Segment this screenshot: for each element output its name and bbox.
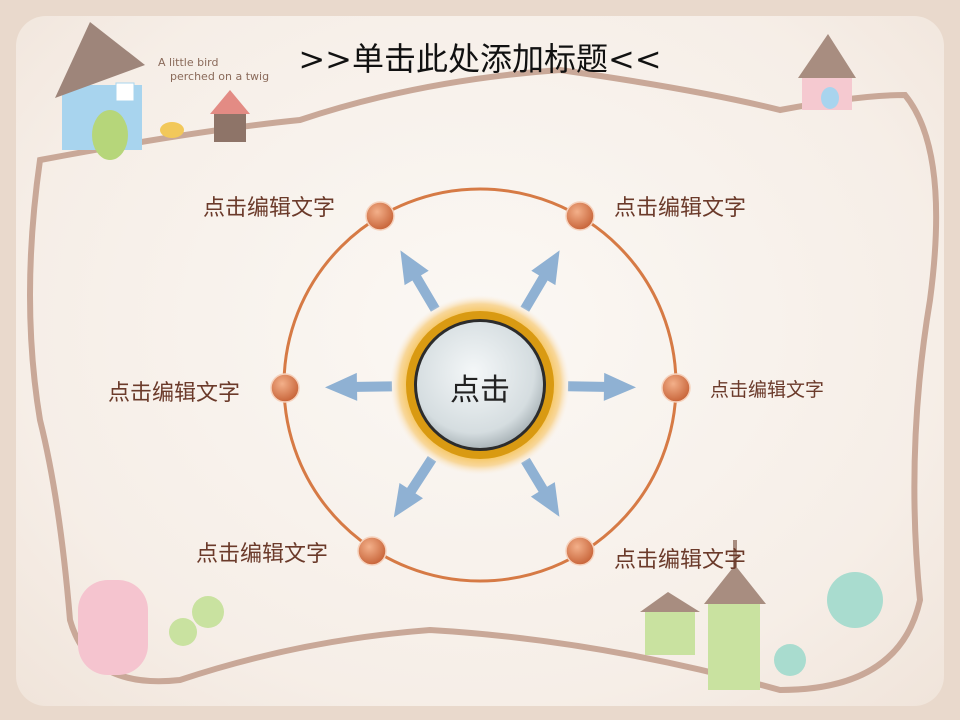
post-box-icon <box>78 580 148 675</box>
node-label-top-right[interactable]: 点击编辑文字 <box>614 196 747 221</box>
house-icon <box>55 22 145 160</box>
slide-title[interactable]: >>单击此处添加标题<< <box>298 40 662 78</box>
small-house-icon <box>210 90 250 142</box>
decor-caption-line2: perched on a twig <box>170 70 270 83</box>
arrows <box>325 250 636 518</box>
arrow-bottom-left <box>393 456 437 518</box>
arrow-left <box>325 372 393 401</box>
bird-icon <box>160 122 184 138</box>
trees-icon <box>169 572 883 676</box>
arrow-bottom-right <box>521 457 560 517</box>
decor-caption: A little bird perched on a twig <box>158 56 269 84</box>
arrow-right <box>567 372 636 401</box>
village-houses-icon <box>640 540 766 690</box>
vine-border <box>27 66 940 694</box>
node-label-left[interactable]: 点击编辑文字 <box>108 381 241 406</box>
node-dot-left[interactable] <box>270 373 300 403</box>
arrow-top-right <box>520 250 560 312</box>
node-dot-right[interactable] <box>661 373 691 403</box>
node-dot-top-right[interactable] <box>565 201 595 231</box>
center-label[interactable]: 点击 <box>450 373 510 408</box>
node-label-bottom-left[interactable]: 点击编辑文字 <box>196 542 329 567</box>
node-dot-bottom-left[interactable] <box>357 536 387 566</box>
arrow-top-left <box>400 250 440 312</box>
decor-caption-line1: A little bird <box>158 56 219 69</box>
node-dot-top-left[interactable] <box>365 201 395 231</box>
center-button[interactable] <box>417 322 543 448</box>
node-label-bottom-right[interactable]: 点击编辑文字 <box>614 548 747 573</box>
house-top-right-icon <box>798 34 856 110</box>
node-dot-bottom-right[interactable] <box>565 536 595 566</box>
node-label-top-left[interactable]: 点击编辑文字 <box>203 196 336 221</box>
node-label-right[interactable]: 点击编辑文字 <box>710 379 825 401</box>
